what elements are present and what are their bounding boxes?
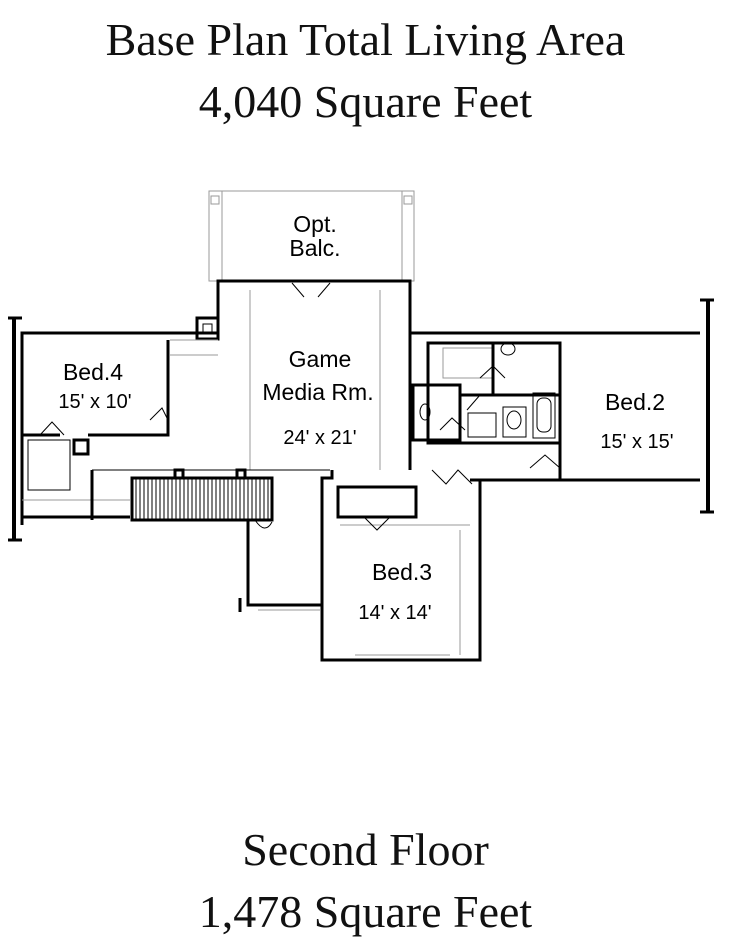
- bed4-label: Bed.4: [63, 359, 123, 385]
- floor-area-value: 1,478 Square Feet: [198, 886, 533, 937]
- game-room-label-2: Media Rm.: [262, 379, 373, 405]
- game-room-size: 24' x 21': [283, 427, 356, 449]
- bed4-walls: [8, 316, 218, 542]
- plan-area-value: 4,040 Square Feet: [198, 76, 533, 127]
- bed3-size: 14' x 14': [358, 602, 431, 624]
- plan-area-title: Base Plan Total Living Area: [105, 14, 626, 65]
- second-floor-plan: Opt. Balc. Game Media Rm. 24' x 21' Bed.…: [8, 190, 714, 662]
- bed3-label: Bed.3: [372, 559, 432, 585]
- game-room-walls: [195, 279, 412, 470]
- floor-title: Second Floor: [242, 824, 489, 875]
- bed2-label: Bed.2: [605, 389, 665, 415]
- game-room-label-1: Game: [289, 346, 352, 372]
- balcony-label-1: Opt.: [293, 211, 336, 237]
- balcony-label-2: Balc.: [289, 235, 340, 261]
- bath-and-bed2-walls: [408, 298, 714, 514]
- stair: [90, 468, 330, 522]
- bed2-size: 15' x 15': [600, 431, 673, 453]
- bed4-size: 15' x 10': [58, 391, 131, 413]
- bed3-walls: [238, 470, 482, 662]
